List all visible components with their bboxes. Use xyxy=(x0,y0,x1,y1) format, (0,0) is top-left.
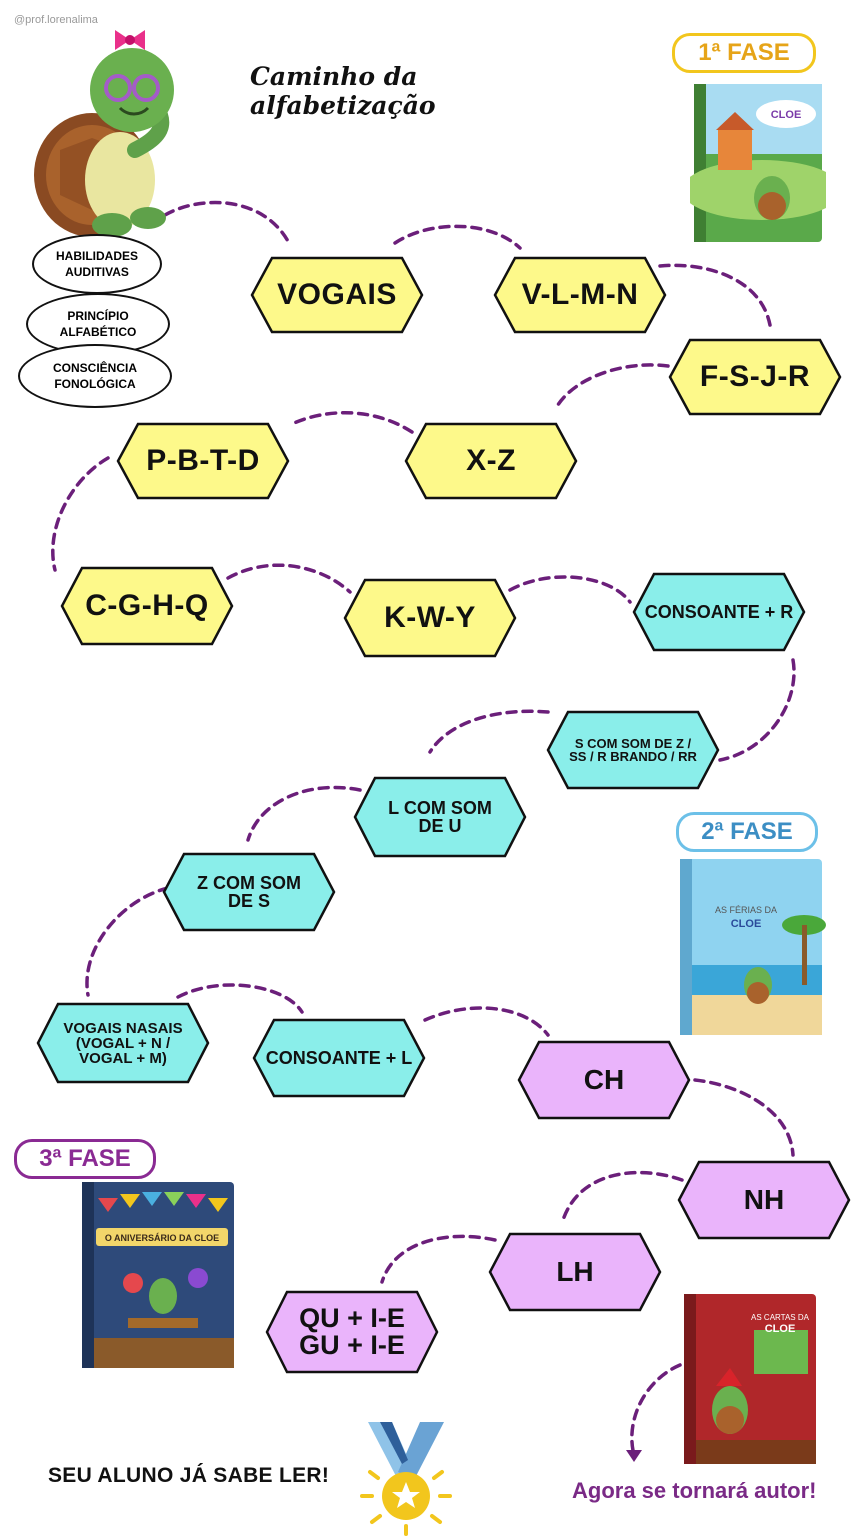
step-ch: CH xyxy=(517,1040,691,1120)
book-3-title: O ANIVERSÁRIO DA CLOE xyxy=(105,1233,219,1243)
book-2-cover: AS FÉRIAS DA CLOE xyxy=(680,859,826,1035)
step-l-som-u: L COM SOM DE U xyxy=(353,776,527,858)
step-p-b-t-d: P-B-T-D xyxy=(116,422,290,500)
step-f-s-j-r: F-S-J-R xyxy=(668,338,842,416)
step-qu-gu: QU + I-E GU + I-E xyxy=(265,1290,439,1374)
svg-text:CLOE: CLOE xyxy=(731,918,762,930)
phase-3-label: 3ª FASE xyxy=(14,1139,156,1179)
svg-text:CLOE: CLOE xyxy=(765,1323,796,1335)
step-consoante-l: CONSOANTE + L xyxy=(252,1018,426,1098)
book-4-title: AS CARTAS DA xyxy=(751,1313,810,1322)
step-vogais-nasais: VOGAIS NASAIS (VOGAL + N / VOGAL + M) xyxy=(36,1002,210,1084)
phase-2-label: 2ª FASE xyxy=(676,812,818,852)
author-credit: @prof.lorenalima xyxy=(14,14,98,26)
phase-1-label: 1ª FASE xyxy=(672,33,816,73)
stone-consciencia-fonologica: CONSCIÊNCIA FONOLÓGICA xyxy=(18,344,172,408)
book-2-title: AS FÉRIAS DA xyxy=(715,905,777,915)
step-c-g-h-q: C-G-H-Q xyxy=(60,566,234,646)
step-k-w-y: K-W-Y xyxy=(343,578,517,658)
medal-icon xyxy=(360,1422,452,1536)
step-vogais: VOGAIS xyxy=(250,256,424,334)
step-lh: LH xyxy=(488,1232,662,1312)
book-4-cover: AS CARTAS DA CLOE xyxy=(684,1294,816,1464)
step-x-z: X-Z xyxy=(404,422,578,500)
stone-habilidades-auditivas: HABILIDADES AUDITIVAS xyxy=(32,234,162,294)
step-v-l-m-n: V-L-M-N xyxy=(493,256,667,334)
step-nh: NH xyxy=(677,1160,851,1240)
footer-right-text: Agora se tornará autor! xyxy=(572,1478,817,1503)
page-title: Caminho da alfabetização xyxy=(250,62,436,120)
book-3-cover: O ANIVERSÁRIO DA CLOE xyxy=(82,1182,234,1368)
footer-left-text: SEU ALUNO JÁ SABE LER! xyxy=(48,1464,330,1487)
turtle-mascot-illustration xyxy=(34,30,174,237)
step-consoante-r: CONSOANTE + R xyxy=(632,572,806,652)
step-z-som-s: Z COM SOM DE S xyxy=(162,852,336,932)
step-s-som-z: S COM SOM DE Z / SS / R BRANDO / RR xyxy=(546,710,720,790)
arrow-head-icon xyxy=(626,1450,642,1462)
book-1-cover: CLOE xyxy=(690,84,826,242)
book-1-title: CLOE xyxy=(771,109,802,121)
